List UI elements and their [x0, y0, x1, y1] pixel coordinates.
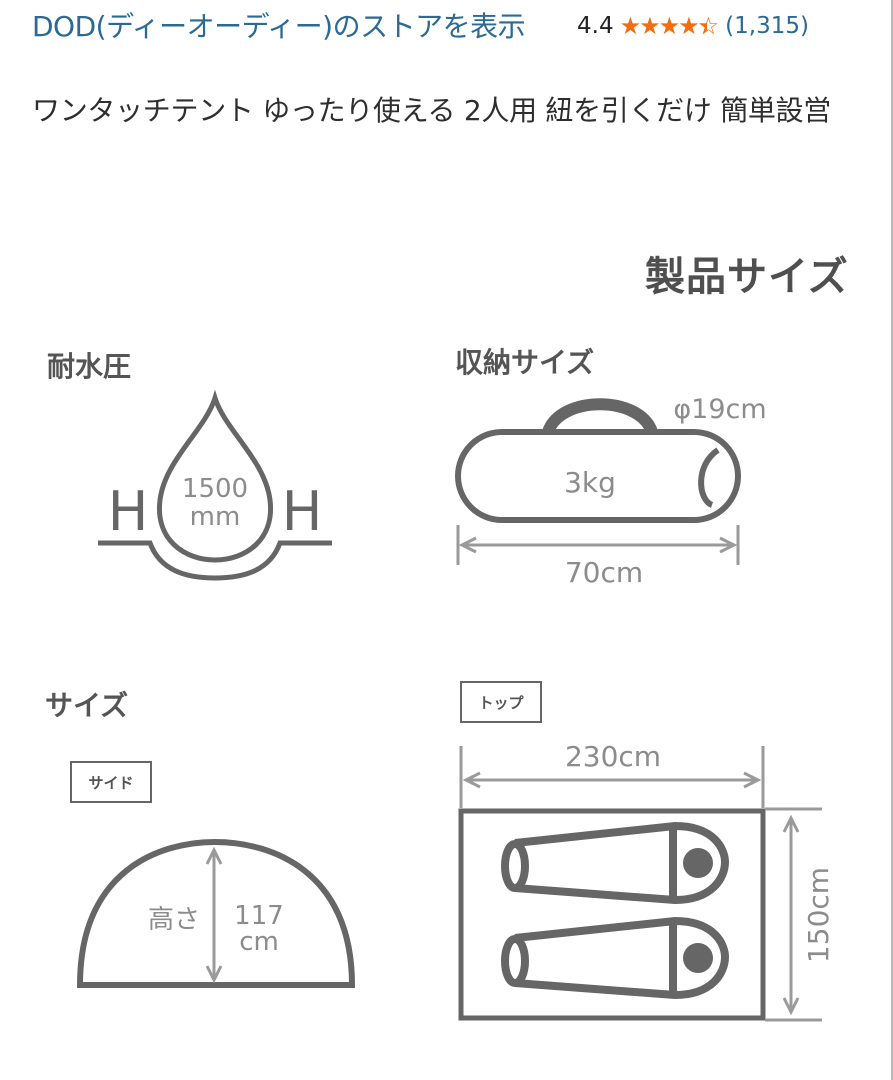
- scrollbar-edge: [891, 0, 893, 1080]
- rating-value: 4.4: [577, 13, 614, 39]
- size-label: サイズ: [45, 689, 129, 722]
- water-pressure-value: 1500: [182, 474, 248, 504]
- height-value: 117: [234, 901, 284, 931]
- top-view-tag: トップ: [460, 681, 542, 723]
- depth-arrow: [765, 807, 822, 1022]
- half-star-icon: ☆★: [697, 12, 719, 40]
- rating-summary[interactable]: 4.4 ★ ★ ★ ★ ☆★ (1,315): [577, 12, 809, 40]
- water-pressure-label: 耐水圧: [47, 350, 132, 383]
- width-arrow: [459, 746, 765, 808]
- water-pressure-unit: mm: [190, 502, 241, 532]
- star-icon: ★: [678, 12, 699, 40]
- storage-weight: 3kg: [564, 466, 616, 499]
- h-left: H: [108, 480, 149, 543]
- tent-depth: 150cm: [802, 867, 835, 963]
- height-label: 高さ: [148, 905, 200, 935]
- star-icon: ★: [639, 12, 660, 40]
- storage-length-arrow: [456, 525, 740, 565]
- water-drop-icon: [98, 389, 332, 581]
- star-rating: ★ ★ ★ ★ ☆★: [619, 12, 720, 40]
- figure-title: 製品サイズ: [645, 254, 849, 300]
- star-icon: ★: [658, 12, 680, 40]
- height-unit: cm: [239, 927, 279, 957]
- storage-bag-icon: [455, 398, 741, 523]
- h-right: H: [282, 480, 323, 543]
- tent-width: 230cm: [565, 740, 661, 773]
- storage-diameter: φ19cm: [673, 394, 766, 425]
- store-link[interactable]: DOD(ディーオーディー)のストアを表示: [32, 10, 526, 43]
- sleeping-bag-icon: [501, 821, 730, 905]
- product-title: ワンタッチテント ゆったり使える 2人用 紐を引くだけ 簡単設営: [32, 94, 831, 127]
- tent-floor-outline: [458, 808, 766, 1021]
- height-arrow: [205, 846, 223, 984]
- storage-length: 70cm: [565, 556, 643, 589]
- sleeping-bag-icon: [501, 916, 730, 1000]
- side-view-tag: サイド: [70, 761, 152, 803]
- rating-count-link[interactable]: (1,315): [725, 13, 809, 39]
- tent-side-view: [76, 838, 356, 988]
- star-icon: ★: [619, 12, 641, 40]
- storage-size-label: 収納サイズ: [455, 346, 595, 379]
